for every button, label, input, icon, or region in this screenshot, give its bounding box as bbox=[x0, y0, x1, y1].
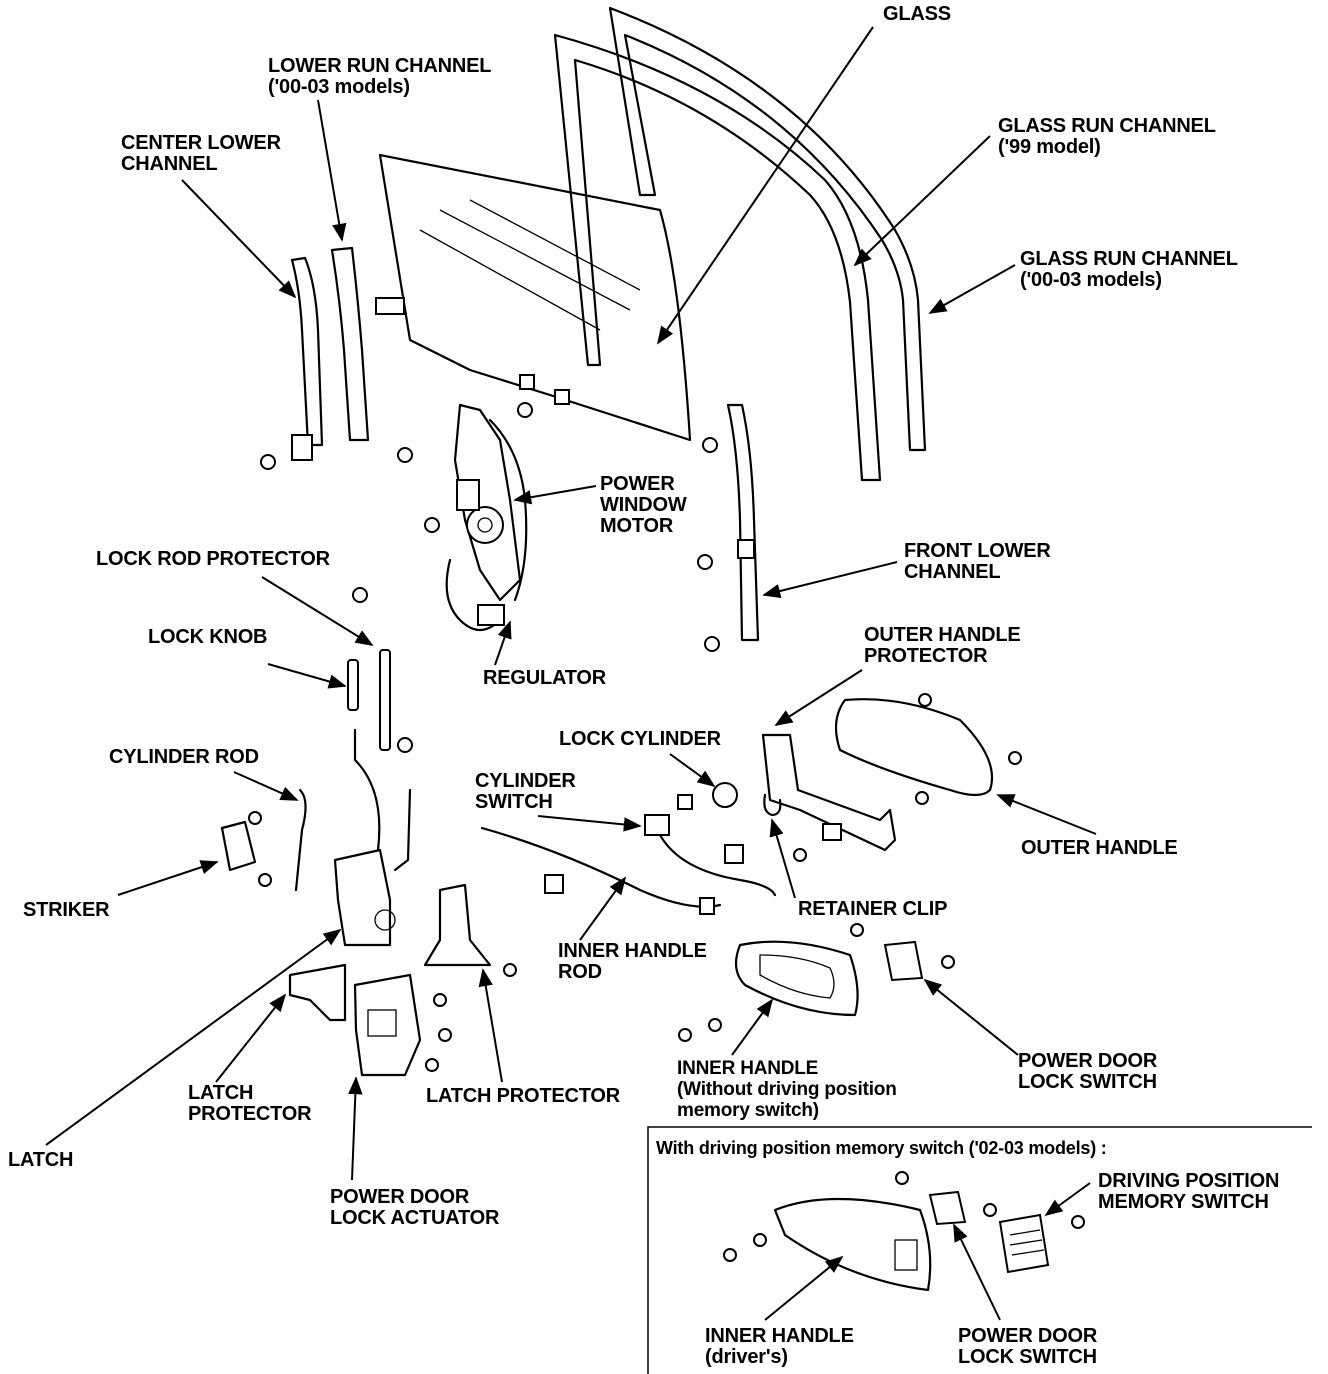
label-regulator: REGULATOR bbox=[483, 667, 607, 689]
fasteners bbox=[248, 402, 1085, 1262]
label-latch: LATCH bbox=[8, 1149, 74, 1171]
label-inset-power-door-lock-switch: POWER DOOR LOCK SWITCH bbox=[958, 1325, 1098, 1368]
label-glass-run-channel-00-03: GLASS RUN CHANNEL ('00-03 models) bbox=[1020, 248, 1238, 291]
label-lock-rod-protector: LOCK ROD PROTECTOR bbox=[96, 548, 330, 570]
label-power-door-lock-actuator: POWER DOOR LOCK ACTUATOR bbox=[330, 1186, 500, 1229]
power-door-lock-switch-part bbox=[883, 940, 924, 982]
label-power-window-motor: POWER WINDOW MOTOR bbox=[600, 473, 687, 537]
label-cylinder-switch: CYLINDER SWITCH bbox=[475, 770, 576, 813]
label-glass: GLASS bbox=[883, 3, 951, 25]
latch-rods bbox=[294, 728, 412, 892]
latch-protector-left-part bbox=[288, 963, 347, 1022]
lower-run-channel-part bbox=[330, 246, 370, 442]
inner-handle-rod-part bbox=[480, 826, 722, 908]
outer-handle-part bbox=[834, 698, 994, 797]
label-retainer-clip: RETAINER CLIP bbox=[798, 898, 948, 920]
lock-rod-protector-part bbox=[379, 649, 391, 751]
power-window-motor-part bbox=[456, 479, 504, 544]
power-door-lock-actuator-part bbox=[353, 973, 422, 1077]
label-driving-position-memory-switch: DRIVING POSITION MEMORY SWITCH bbox=[1098, 1170, 1280, 1213]
lock-knob-part bbox=[347, 659, 359, 711]
striker-part bbox=[220, 820, 257, 872]
front-lower-channel-part bbox=[726, 403, 760, 642]
glass-part bbox=[375, 153, 692, 442]
label-power-door-lock-switch: POWER DOOR LOCK SWITCH bbox=[1018, 1050, 1158, 1093]
label-inner-handle-without-memory: INNER HANDLE (Without driving position m… bbox=[677, 1058, 897, 1121]
inset-frame bbox=[647, 1126, 1312, 1374]
lock-cylinder-part bbox=[712, 782, 738, 808]
cylinder-switch-part bbox=[644, 814, 777, 897]
outer-handle-protector-part bbox=[761, 733, 897, 852]
inner-handle-part bbox=[734, 940, 859, 1017]
label-glass-run-channel-99: GLASS RUN CHANNEL ('99 model) bbox=[998, 115, 1216, 158]
latch-protector-center-part bbox=[423, 883, 492, 967]
inset-driving-position-memory-switch-part bbox=[998, 1213, 1050, 1274]
label-center-lower-channel: CENTER LOWER CHANNEL bbox=[121, 132, 281, 175]
label-inner-handle-drivers: INNER HANDLE (driver's) bbox=[705, 1325, 854, 1368]
label-latch-protector-center: LATCH PROTECTOR bbox=[426, 1085, 621, 1107]
label-front-lower-channel: FRONT LOWER CHANNEL bbox=[904, 540, 1051, 583]
label-outer-handle-protector: OUTER HANDLE PROTECTOR bbox=[864, 624, 1021, 667]
glass-run-channel-00-03-part bbox=[608, 6, 927, 452]
label-outer-handle: OUTER HANDLE bbox=[1021, 837, 1178, 859]
label-latch-protector-left: LATCH PROTECTOR bbox=[188, 1082, 312, 1125]
label-cylinder-rod: CYLINDER ROD bbox=[109, 746, 259, 768]
label-lock-knob: LOCK KNOB bbox=[148, 626, 268, 648]
label-lower-run-channel: LOWER RUN CHANNEL ('00-03 models) bbox=[268, 55, 492, 98]
label-striker: STRIKER bbox=[23, 899, 110, 921]
center-lower-channel-part bbox=[290, 256, 324, 461]
leader-lines bbox=[45, 26, 1097, 1321]
latch-part bbox=[333, 848, 396, 947]
label-inner-handle-rod: INNER HANDLE ROD bbox=[558, 940, 707, 983]
inset-inner-handle-part bbox=[773, 1197, 932, 1292]
inset-power-door-lock-switch-part bbox=[928, 1190, 967, 1226]
glass-run-channel-99-part bbox=[553, 33, 882, 482]
inset-title: With driving position memory switch ('02… bbox=[656, 1138, 1107, 1158]
label-lock-cylinder: LOCK CYLINDER bbox=[559, 728, 721, 750]
